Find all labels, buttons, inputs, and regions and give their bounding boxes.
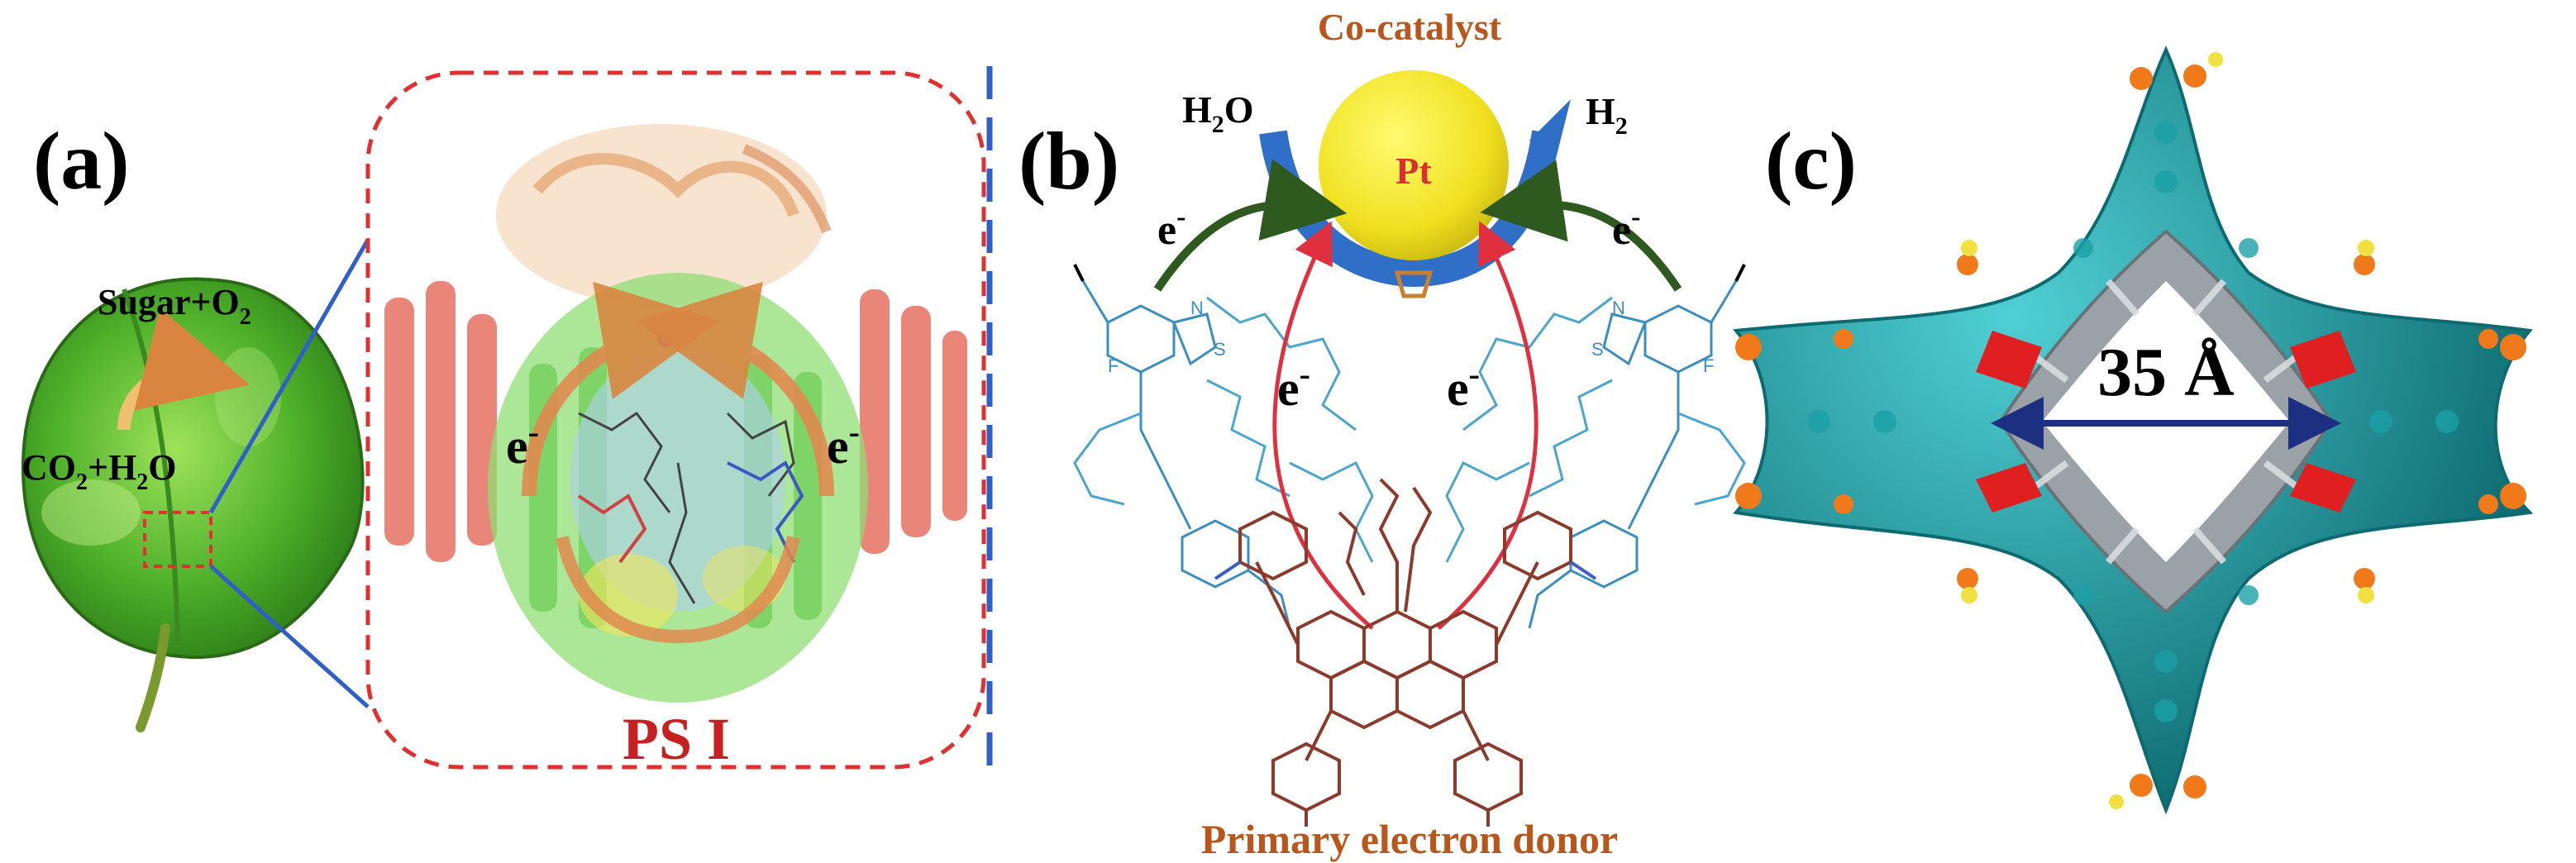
psi-label: PS I [623, 706, 730, 772]
methyl-left [1073, 264, 1085, 282]
zoom-line-top [208, 238, 370, 514]
psi-electron-arrow-right [635, 281, 834, 497]
electron-top-right: e- [1612, 202, 1640, 254]
pt-sphere [1319, 70, 1509, 260]
primary-donor-label: Primary electron donor [1201, 816, 1619, 862]
acceptor-molecule-left [1073, 280, 1374, 629]
atom-n-left: N [1190, 298, 1204, 318]
sugar-o2-label: Sugar+O2 [98, 282, 251, 330]
red-arrow-left [1272, 221, 1374, 630]
psi-electron-right: e- [827, 413, 860, 474]
electron-mid-right: e- [1447, 355, 1480, 416]
psi-electron-left: e- [506, 413, 539, 474]
arc-arrow-head [1529, 99, 1571, 165]
pt-label: Pt [1395, 150, 1432, 192]
psi-protein-structure [384, 124, 967, 703]
cocatalyst-label: Co-catalyst [1318, 6, 1502, 48]
atom-n-right: N [1612, 298, 1625, 318]
donor-n-bonds [1214, 560, 1597, 580]
leaf-image [21, 277, 365, 732]
atom-s-left: S [1214, 339, 1226, 360]
pore-size-label: 35 Å [2097, 334, 2235, 411]
panel-b: (b) Co-catalyst Pt H2O H2 e- e- F N [1018, 6, 1746, 862]
methyl-right [1734, 264, 1746, 282]
donor-molecule [1238, 478, 1572, 827]
panel-b-label: (b) [1018, 115, 1119, 207]
red-arrow-right [1437, 221, 1538, 630]
pt-linker [1394, 270, 1433, 298]
atom-f-right: F [1703, 355, 1714, 376]
psi-electron-arrow-bottom-right [677, 536, 800, 643]
co2-h2o-label: CO2+H2O [21, 447, 177, 495]
zoom-line-bottom [209, 565, 370, 708]
h2o-label: H2O [1182, 88, 1254, 138]
electron-mid-left: e- [1277, 355, 1310, 416]
leaf-zoom-box [143, 511, 212, 568]
electron-top-left: e- [1157, 202, 1185, 254]
green-arrow-right [1480, 160, 1682, 292]
panel-a-label: (a) [33, 115, 130, 207]
green-arrow-left [1153, 159, 1348, 292]
atom-s-right: S [1591, 339, 1604, 360]
h2-label: H2 [1586, 90, 1628, 140]
panel-c: (c) [1733, 45, 2534, 815]
psi-electron-arrow-bottom-left [556, 536, 679, 643]
acceptor-molecule-right [1445, 280, 1746, 629]
psi-dashed-frame [365, 70, 986, 770]
panel-c-label: (c) [1765, 115, 1857, 207]
panel-a: (a) Sugar+O2 CO2+H2O [21, 70, 986, 772]
atom-f-left: F [1108, 355, 1119, 376]
